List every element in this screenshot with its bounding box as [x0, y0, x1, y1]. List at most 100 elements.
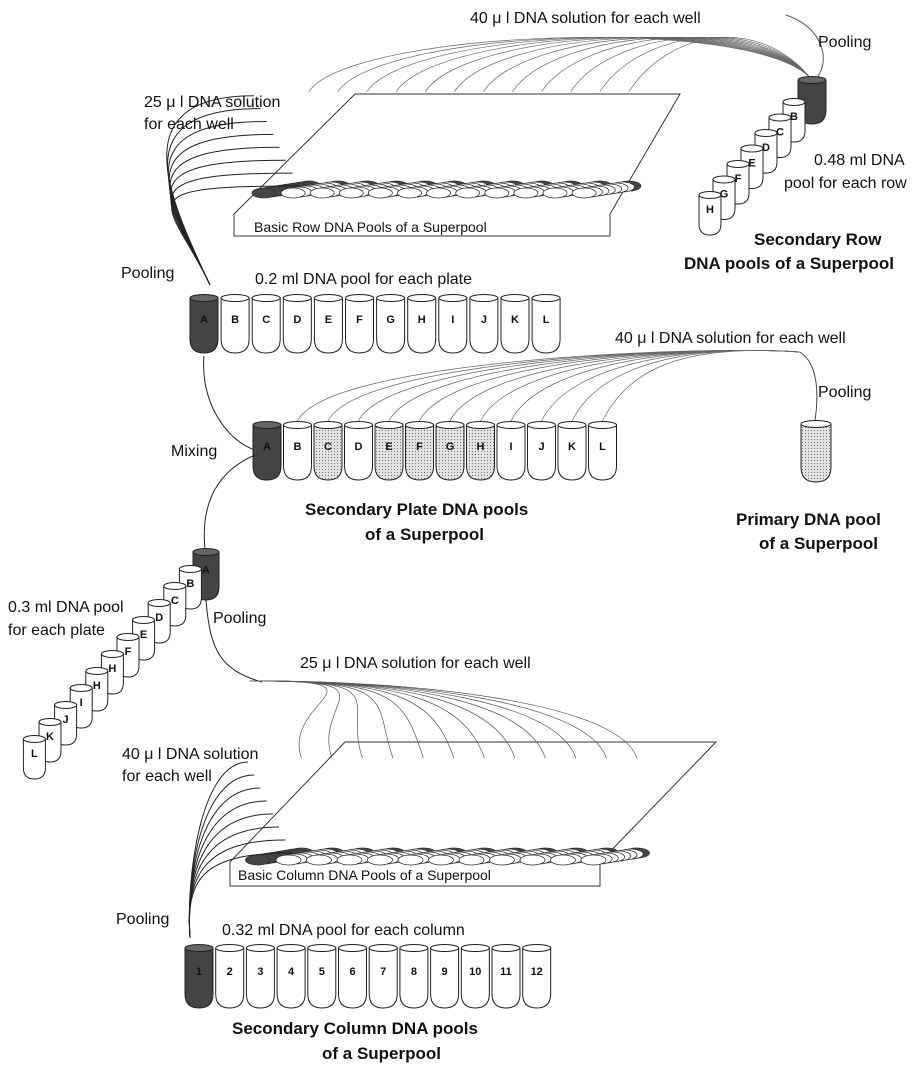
- diag-tube-1-rim: [178, 565, 202, 573]
- top-plate-caption: Basic Row DNA Pools of a Superpool: [254, 219, 487, 235]
- middle-tube-K-label: K: [568, 441, 576, 453]
- diag-tube-8-label: I: [80, 697, 83, 709]
- diag-tube-4-rim: [132, 616, 156, 624]
- bottom-well: [428, 854, 454, 866]
- middle-tube-G-body: [435, 424, 465, 481]
- middle-tube-B: B: [283, 421, 312, 481]
- top-row-flow-line: [541, 37, 813, 92]
- bottom-tube-4-body: [276, 947, 306, 1009]
- bottom-tube-4-rim: [276, 944, 306, 952]
- bottom-tube-9-body: [430, 947, 460, 1009]
- middle-flow-line: [541, 350, 801, 422]
- top-well: [251, 187, 277, 199]
- bottom-tube-7-rim: [368, 944, 398, 952]
- middle-tube-G-rim: [435, 421, 465, 429]
- bottom-well: [367, 854, 393, 866]
- bottom-tube-5-rim: [307, 944, 337, 952]
- diag-tube-3-rim: [147, 599, 171, 607]
- bottom-tube-6-body: [338, 947, 367, 1009]
- diag-label-2: for each plate: [8, 622, 105, 639]
- bottom-title-2: of a Superpool: [322, 1044, 441, 1063]
- plate-row-tube-B-label: B: [231, 314, 239, 326]
- diag-tube-11-body: [22, 738, 46, 780]
- middle-tube-F: F: [405, 421, 434, 481]
- diag-tube-1-label: B: [186, 578, 194, 590]
- bottom-well: [306, 854, 332, 866]
- bottom-tube-8-rim: [399, 944, 429, 952]
- top-well: [571, 187, 597, 199]
- top-row-tube-D-rim: [754, 129, 778, 137]
- bottom-tube-12: 12: [522, 944, 552, 1009]
- middle-tube-K: K: [557, 421, 587, 481]
- top-col-flow-line: [166, 95, 255, 286]
- bottom-tube-4-label: 4: [288, 966, 295, 978]
- middle-tube-J-body: [527, 424, 556, 481]
- diag-tube-6-rim: [100, 650, 124, 658]
- middle-tube-J-label: J: [538, 441, 544, 453]
- bottom-plate-caption: Basic Column DNA Pools of a Superpool: [238, 867, 491, 883]
- bottom-tube-7-body: [368, 947, 398, 1009]
- diag-tube-8-rim: [69, 684, 93, 692]
- top-row-tube-H: H: [698, 191, 722, 236]
- top-row-tube-E-label: E: [748, 158, 755, 170]
- bottom-well: [519, 854, 546, 866]
- middle-tube-A: A: [252, 421, 282, 481]
- top-well: [280, 187, 306, 199]
- plate-row-tube-E-rim: [313, 294, 343, 302]
- middle-tube-B-body: [283, 424, 312, 481]
- middle-tube-K-body: [557, 424, 587, 481]
- middle-tube-A-rim: [252, 421, 282, 429]
- plate-row-tube-C-rim: [251, 294, 281, 302]
- bottom-tube-1-body: [184, 947, 214, 1009]
- diag-tube-2-rim: [163, 582, 187, 590]
- plate-row-tube-G-label: G: [386, 314, 395, 326]
- plate-row-tube-G: G: [376, 294, 406, 354]
- bottom-col-well-label-1: 40 μ l DNA solution: [122, 746, 258, 763]
- plate-row-tube-F: F: [345, 294, 374, 354]
- plate-row-tube-G-body: [376, 297, 406, 354]
- plate-row-tube-D-label: D: [293, 314, 301, 326]
- top-well: [426, 187, 452, 199]
- bottom-plate: [229, 741, 718, 887]
- top-well: [338, 187, 364, 199]
- middle-well-label: 40 μ l DNA solution for each well: [615, 330, 846, 347]
- top-well: [542, 187, 568, 199]
- plate-row-tube-J-rim: [469, 294, 499, 302]
- bottom-col-flow-line: [188, 761, 249, 939]
- top-well: [397, 187, 422, 199]
- bottom-well: [397, 854, 424, 866]
- bottom-tube-2: 2: [215, 944, 245, 1009]
- middle-tube-C-body: [313, 424, 343, 481]
- bottom-well: [245, 854, 271, 866]
- plate-row-tube-K-body: [500, 297, 530, 354]
- bottom-tube-11-label: 11: [500, 966, 512, 978]
- bottom-tube-5: 5: [307, 944, 337, 1009]
- bottom-tube-10: 10: [460, 944, 490, 1009]
- top-title-1: Secondary Row: [754, 230, 882, 249]
- diag-tube-10-rim: [38, 718, 62, 726]
- middle-tube-I-rim: [496, 421, 526, 429]
- bottom-tube-8: 8: [399, 944, 429, 1009]
- diag-pooling-label: Pooling: [213, 610, 266, 627]
- top-row-flow-line: [512, 37, 813, 92]
- top-well: [484, 187, 510, 199]
- bottom-well: [336, 854, 363, 866]
- plate-row-tube-I-rim: [438, 294, 468, 302]
- plate-row-tube-C-body: [251, 297, 281, 354]
- diag-tube-5-label: F: [125, 646, 132, 658]
- bottom-tube-1-rim: [184, 944, 214, 952]
- diag-tube-6-label: H: [108, 663, 116, 675]
- top-row-flow-line: [570, 37, 813, 92]
- diag-tube-0-rim: [192, 548, 220, 556]
- bottom-tube-11-body: [491, 947, 521, 1009]
- middle-tube-C: C: [313, 421, 343, 481]
- middle-tube-H: H: [466, 421, 495, 481]
- bottom-tube-9-label: 9: [442, 966, 448, 978]
- top-row-tube-B-rim: [782, 98, 806, 106]
- middle-flow-line: [602, 350, 801, 422]
- middle-tube-C-rim: [313, 421, 343, 429]
- bottom-tube-1: 1: [184, 944, 214, 1009]
- middle-tube-F-body: [405, 424, 434, 481]
- plate-row-tube-E: E: [313, 294, 343, 354]
